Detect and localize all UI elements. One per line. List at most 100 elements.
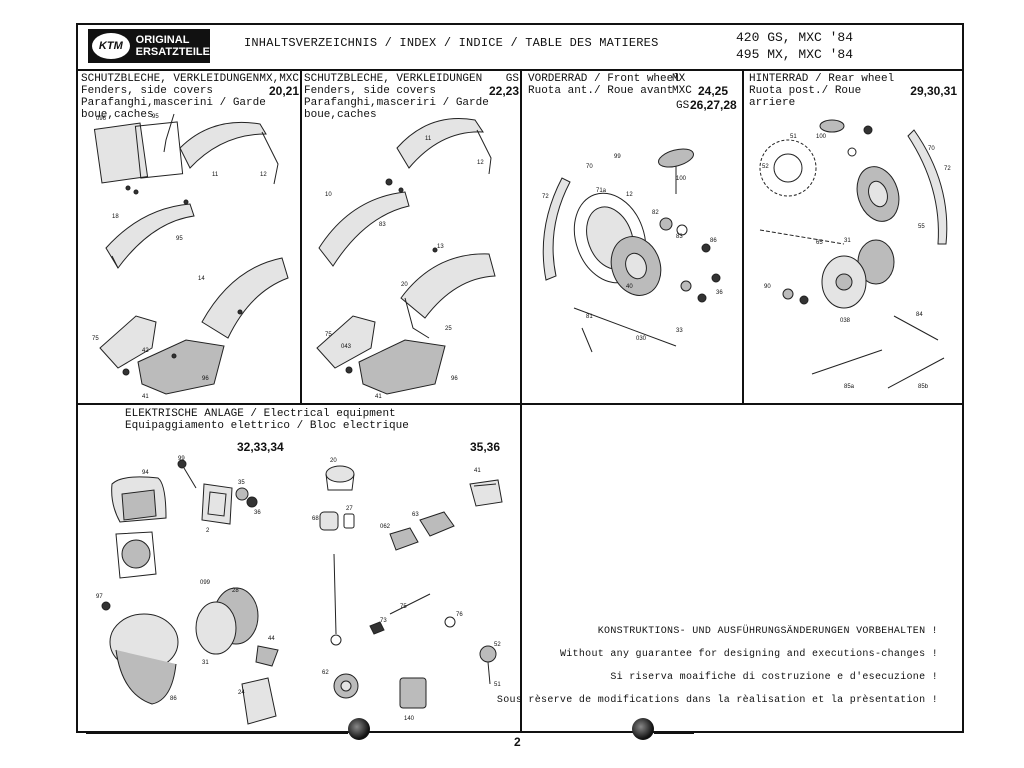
model-line-2: 495 MX, MXC '84: [736, 47, 854, 62]
binder-hole-left: [348, 718, 370, 740]
svg-text:95: 95: [176, 236, 183, 242]
svg-text:100: 100: [676, 176, 687, 182]
svg-text:31: 31: [202, 660, 209, 666]
svg-text:14: 14: [198, 276, 205, 282]
disclaimer-line-4: Sous rèserve de modifications dans la rè…: [496, 695, 938, 706]
svg-text:75: 75: [325, 332, 332, 338]
svg-text:24: 24: [238, 690, 245, 696]
svg-text:11: 11: [212, 172, 219, 178]
svg-text:83: 83: [676, 234, 683, 240]
page-reference[interactable]: 22,23: [488, 84, 519, 98]
svg-text:12: 12: [626, 192, 633, 198]
binder-hole-right: [632, 718, 654, 740]
section-subheading: Fenders, side covers: [81, 85, 214, 97]
model-mxc: MXC: [672, 85, 692, 97]
disclaimer-line-1: KONSTRUKTIONS- UND AUSFÜHRUNGSÄNDERUNGEN…: [597, 626, 938, 637]
section-fenders-gs[interactable]: SCHUTZBLECHE, VERKLEIDUNGEN GS Fenders, …: [304, 73, 519, 121]
arrow-line-right: [654, 733, 694, 734]
svg-text:12: 12: [260, 172, 267, 178]
svg-text:72: 72: [542, 194, 549, 200]
svg-text:71a: 71a: [596, 188, 607, 194]
svg-text:043: 043: [341, 344, 352, 350]
section-subheading: Fenders, side covers: [304, 85, 437, 97]
svg-text:52: 52: [762, 164, 769, 170]
section-rear-wheel[interactable]: HINTERRAD / Rear wheel Ruota post./ Roue…: [749, 73, 957, 109]
svg-text:10: 10: [325, 192, 332, 198]
svg-text:25: 25: [445, 326, 452, 332]
disclaimer-line-2: Without any guarantee for designing and …: [559, 649, 938, 660]
section-heading: SCHUTZBLECHE, VERKLEIDUNGEN: [81, 73, 260, 85]
svg-text:85b: 85b: [918, 384, 929, 390]
svg-text:13: 13: [437, 244, 444, 250]
svg-text:140: 140: [404, 716, 415, 722]
svg-text:100: 100: [816, 134, 827, 140]
section-subheading: Ruota ant./ Roue avant: [528, 85, 674, 97]
svg-text:41: 41: [142, 394, 149, 400]
svg-text:36: 36: [716, 290, 723, 296]
page-number: 2: [514, 735, 521, 749]
svg-text:75: 75: [400, 604, 407, 610]
svg-text:68: 68: [312, 516, 319, 522]
page-reference-mxc[interactable]: 24,25: [698, 84, 729, 98]
svg-text:81: 81: [586, 314, 593, 320]
column-divider-2: [520, 69, 522, 733]
section-front-wheel[interactable]: VORDERRAD / Front wheel MX Ruota ant./ R…: [528, 73, 740, 113]
svg-text:33: 33: [676, 328, 683, 334]
svg-text:99: 99: [178, 456, 185, 462]
column-divider-3: [742, 69, 744, 404]
page-reference[interactable]: 20,21: [268, 84, 299, 98]
svg-text:096: 096: [96, 116, 107, 122]
svg-text:72: 72: [944, 166, 951, 172]
svg-text:099: 099: [200, 580, 211, 586]
section-models: GS: [505, 73, 519, 85]
svg-text:41: 41: [474, 468, 481, 474]
svg-text:82: 82: [652, 210, 659, 216]
svg-text:90: 90: [764, 284, 771, 290]
page-reference-electrical-a[interactable]: 32,33,34: [237, 440, 284, 454]
svg-text:2: 2: [206, 528, 210, 534]
svg-text:36: 36: [254, 510, 261, 516]
model-line-1: 420 GS, MXC '84: [736, 30, 854, 45]
svg-text:35: 35: [238, 480, 245, 486]
svg-text:27: 27: [346, 506, 353, 512]
section-fenders-mx[interactable]: SCHUTZBLECHE, VERKLEIDUNGEN MX,MXC Fende…: [81, 73, 299, 121]
section-electrical[interactable]: ELEKTRISCHE ANLAGE / Electrical equipmen…: [125, 408, 505, 432]
ktm-logo-mark: KTM: [92, 33, 130, 59]
page-reference-gs[interactable]: 26,27,28: [690, 98, 737, 112]
svg-text:42: 42: [142, 348, 149, 354]
page-reference-electrical-b[interactable]: 35,36: [470, 440, 501, 454]
svg-text:62: 62: [322, 670, 329, 676]
svg-text:18: 18: [112, 214, 119, 220]
svg-text:83: 83: [379, 222, 386, 228]
svg-text:94: 94: [142, 470, 149, 476]
svg-text:70: 70: [928, 146, 935, 152]
svg-text:28: 28: [232, 588, 239, 594]
svg-text:55: 55: [918, 224, 925, 230]
column-divider-1: [300, 69, 302, 404]
svg-text:86: 86: [170, 696, 177, 702]
svg-text:96: 96: [451, 376, 458, 382]
svg-text:062: 062: [380, 524, 391, 530]
svg-text:40: 40: [626, 284, 633, 290]
model-gs: GS: [676, 100, 690, 112]
electrical-illustration-a: 94 99 2 35 36 099 28 97 31 44 24 86: [96, 456, 279, 725]
svg-text:85a: 85a: [844, 384, 855, 390]
section-subheading: Ruota post./ Roue arriere: [749, 85, 862, 109]
svg-text:99: 99: [614, 154, 621, 160]
svg-text:73: 73: [380, 618, 387, 624]
page-title: INHALTSVERZEICHNIS / INDEX / INDICE / TA…: [244, 36, 659, 50]
svg-text:52: 52: [494, 642, 501, 648]
svg-text:41: 41: [375, 394, 382, 400]
section-heading: ELEKTRISCHE ANLAGE / Electrical equipmen…: [125, 408, 396, 420]
svg-text:97: 97: [96, 594, 103, 600]
svg-text:86: 86: [710, 238, 717, 244]
svg-text:96: 96: [202, 376, 209, 382]
svg-text:44: 44: [268, 636, 275, 642]
svg-text:75: 75: [92, 336, 99, 342]
page-reference[interactable]: 29,30,31: [910, 84, 957, 98]
logo-line-2: ERSATZTEILE: [135, 46, 210, 58]
svg-text:63: 63: [412, 512, 419, 518]
